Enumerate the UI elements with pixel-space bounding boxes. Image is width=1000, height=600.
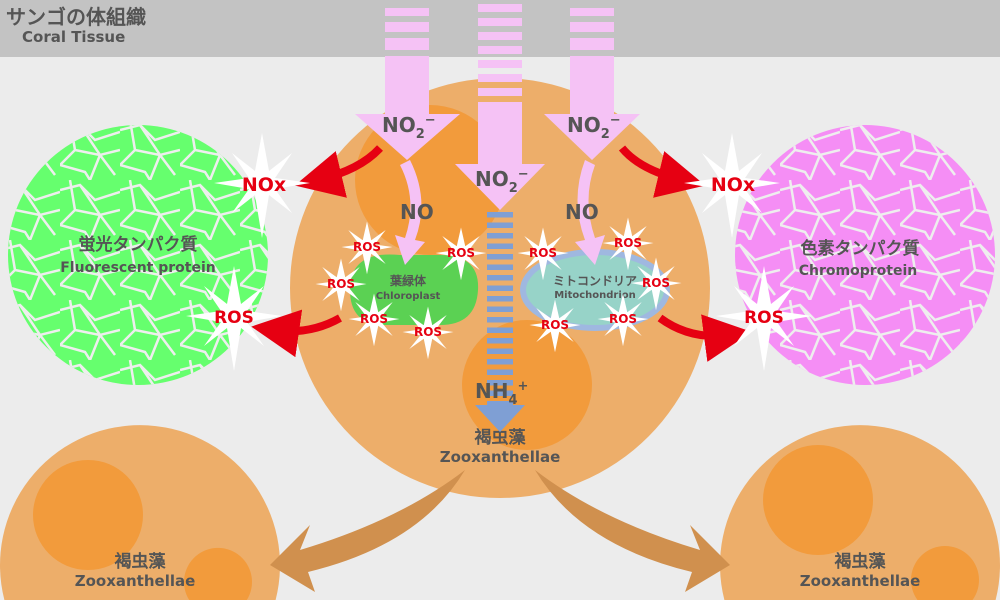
- svg-text:Chromoprotein: Chromoprotein: [799, 263, 917, 279]
- svg-text:色素タンパク質: 色素タンパク質: [801, 238, 920, 259]
- chromoprotein: 色素タンパク質 Chromoprotein: [735, 125, 995, 385]
- no2-arrow-left: [355, 8, 460, 265]
- ros-burst: ROS: [341, 221, 393, 275]
- nh4-dash: [487, 222, 513, 228]
- svg-text:NOx: NOx: [711, 174, 755, 196]
- nh4-dash: [487, 275, 513, 281]
- svg-text:ROS: ROS: [414, 325, 442, 339]
- title-en: Coral Tissue: [22, 28, 125, 46]
- svg-text:Zooxanthellae: Zooxanthellae: [800, 572, 921, 590]
- no2-arrow-right: [544, 8, 640, 265]
- zooxanthella-bottom-left: 褐虫藻 Zooxanthellae: [0, 425, 281, 600]
- svg-text:蛍光タンパク質: 蛍光タンパク質: [79, 234, 198, 255]
- no2-label-right: NO2−: [567, 113, 621, 142]
- ros-burst: ROS: [597, 293, 649, 347]
- ros-burst: ROS: [435, 227, 487, 281]
- ros-arrow-left: [251, 309, 342, 358]
- svg-text:褐虫藻: 褐虫藻: [834, 551, 887, 572]
- nh4-dash: [487, 380, 513, 386]
- nh4-dash: [487, 369, 513, 375]
- no2-label-center: NO2−: [475, 167, 529, 196]
- ros-arrow-right: [657, 314, 752, 362]
- svg-text:ROS: ROS: [360, 312, 388, 326]
- svg-text:Fluorescent protein: Fluorescent protein: [60, 260, 216, 276]
- ros-burst-right: ROS: [716, 266, 812, 371]
- zooxanthella-bottom-right: 褐虫藻 Zooxanthellae: [720, 425, 1000, 600]
- no-label-left: NO: [400, 200, 434, 224]
- nh4-dash: [487, 327, 513, 333]
- svg-text:褐虫藻: 褐虫藻: [114, 551, 167, 572]
- nh4-dash: [487, 233, 513, 239]
- nh4-dash: [487, 359, 513, 365]
- svg-text:ROS: ROS: [541, 318, 569, 332]
- title-ja: サンゴの体組織: [6, 5, 146, 29]
- nh4-dash: [487, 348, 513, 354]
- svg-text:ROS: ROS: [529, 246, 557, 260]
- fluorescent-protein: 蛍光タンパク質 Fluorescent protein: [8, 125, 268, 385]
- svg-text:ROS: ROS: [214, 308, 254, 328]
- mitochondrion-label-en: Mitochondrion: [554, 290, 636, 301]
- chloroplast: [350, 254, 479, 325]
- no2-label-left: NO2−: [382, 113, 436, 142]
- division-arrow-right: [535, 470, 730, 592]
- nh4-dash: [487, 243, 513, 249]
- ros-burst: ROS: [315, 258, 367, 312]
- ros-burst: ROS: [529, 299, 581, 353]
- nh4-dash: [487, 254, 513, 260]
- nh4-dash: [487, 264, 513, 270]
- nox-burst-right: NOx: [684, 133, 780, 238]
- mitochondrion-label-ja: ミトコンドリア: [553, 274, 637, 288]
- nh4-dash: [487, 306, 513, 312]
- nox-arrow-right: [618, 145, 706, 198]
- svg-text:NOx: NOx: [242, 174, 286, 196]
- no-label-right: NO: [565, 200, 599, 224]
- nh4-arrow: [475, 212, 525, 432]
- nh4-dash: [487, 212, 513, 218]
- nh4-dash: [487, 285, 513, 291]
- svg-text:ROS: ROS: [327, 277, 355, 291]
- nh4-dash: [487, 296, 513, 302]
- ros-burst: ROS: [602, 217, 654, 271]
- nox-arrow-left: [294, 145, 383, 198]
- svg-text:ROS: ROS: [609, 312, 637, 326]
- nh4-dash: [487, 390, 513, 396]
- ros-burst: ROS: [630, 257, 682, 311]
- nox-burst-left: NOx: [214, 133, 310, 238]
- svg-text:Zooxanthellae: Zooxanthellae: [440, 448, 561, 466]
- svg-text:ROS: ROS: [447, 246, 475, 260]
- chloroplast-label-ja: 葉緑体: [389, 273, 427, 288]
- nh4-dash: [487, 317, 513, 323]
- no2-arrow-center: [455, 4, 545, 210]
- ros-burst: ROS: [402, 306, 454, 360]
- division-arrow-left: [270, 470, 465, 592]
- ros-burst: ROS: [348, 293, 400, 347]
- svg-text:ROS: ROS: [744, 308, 784, 328]
- svg-text:Zooxanthellae: Zooxanthellae: [75, 572, 196, 590]
- ros-burst: ROS: [517, 227, 569, 281]
- svg-text:ROS: ROS: [353, 240, 381, 254]
- svg-text:褐虫藻: 褐虫藻: [474, 427, 527, 448]
- nh4-dash: [487, 401, 513, 407]
- nh4-dash: [487, 338, 513, 344]
- chloroplast-label-en: Chloroplast: [376, 291, 441, 302]
- nh4-label: NH4+: [475, 379, 528, 408]
- svg-text:ROS: ROS: [642, 276, 670, 290]
- svg-text:ROS: ROS: [614, 236, 642, 250]
- ros-burst-left: ROS: [186, 266, 282, 371]
